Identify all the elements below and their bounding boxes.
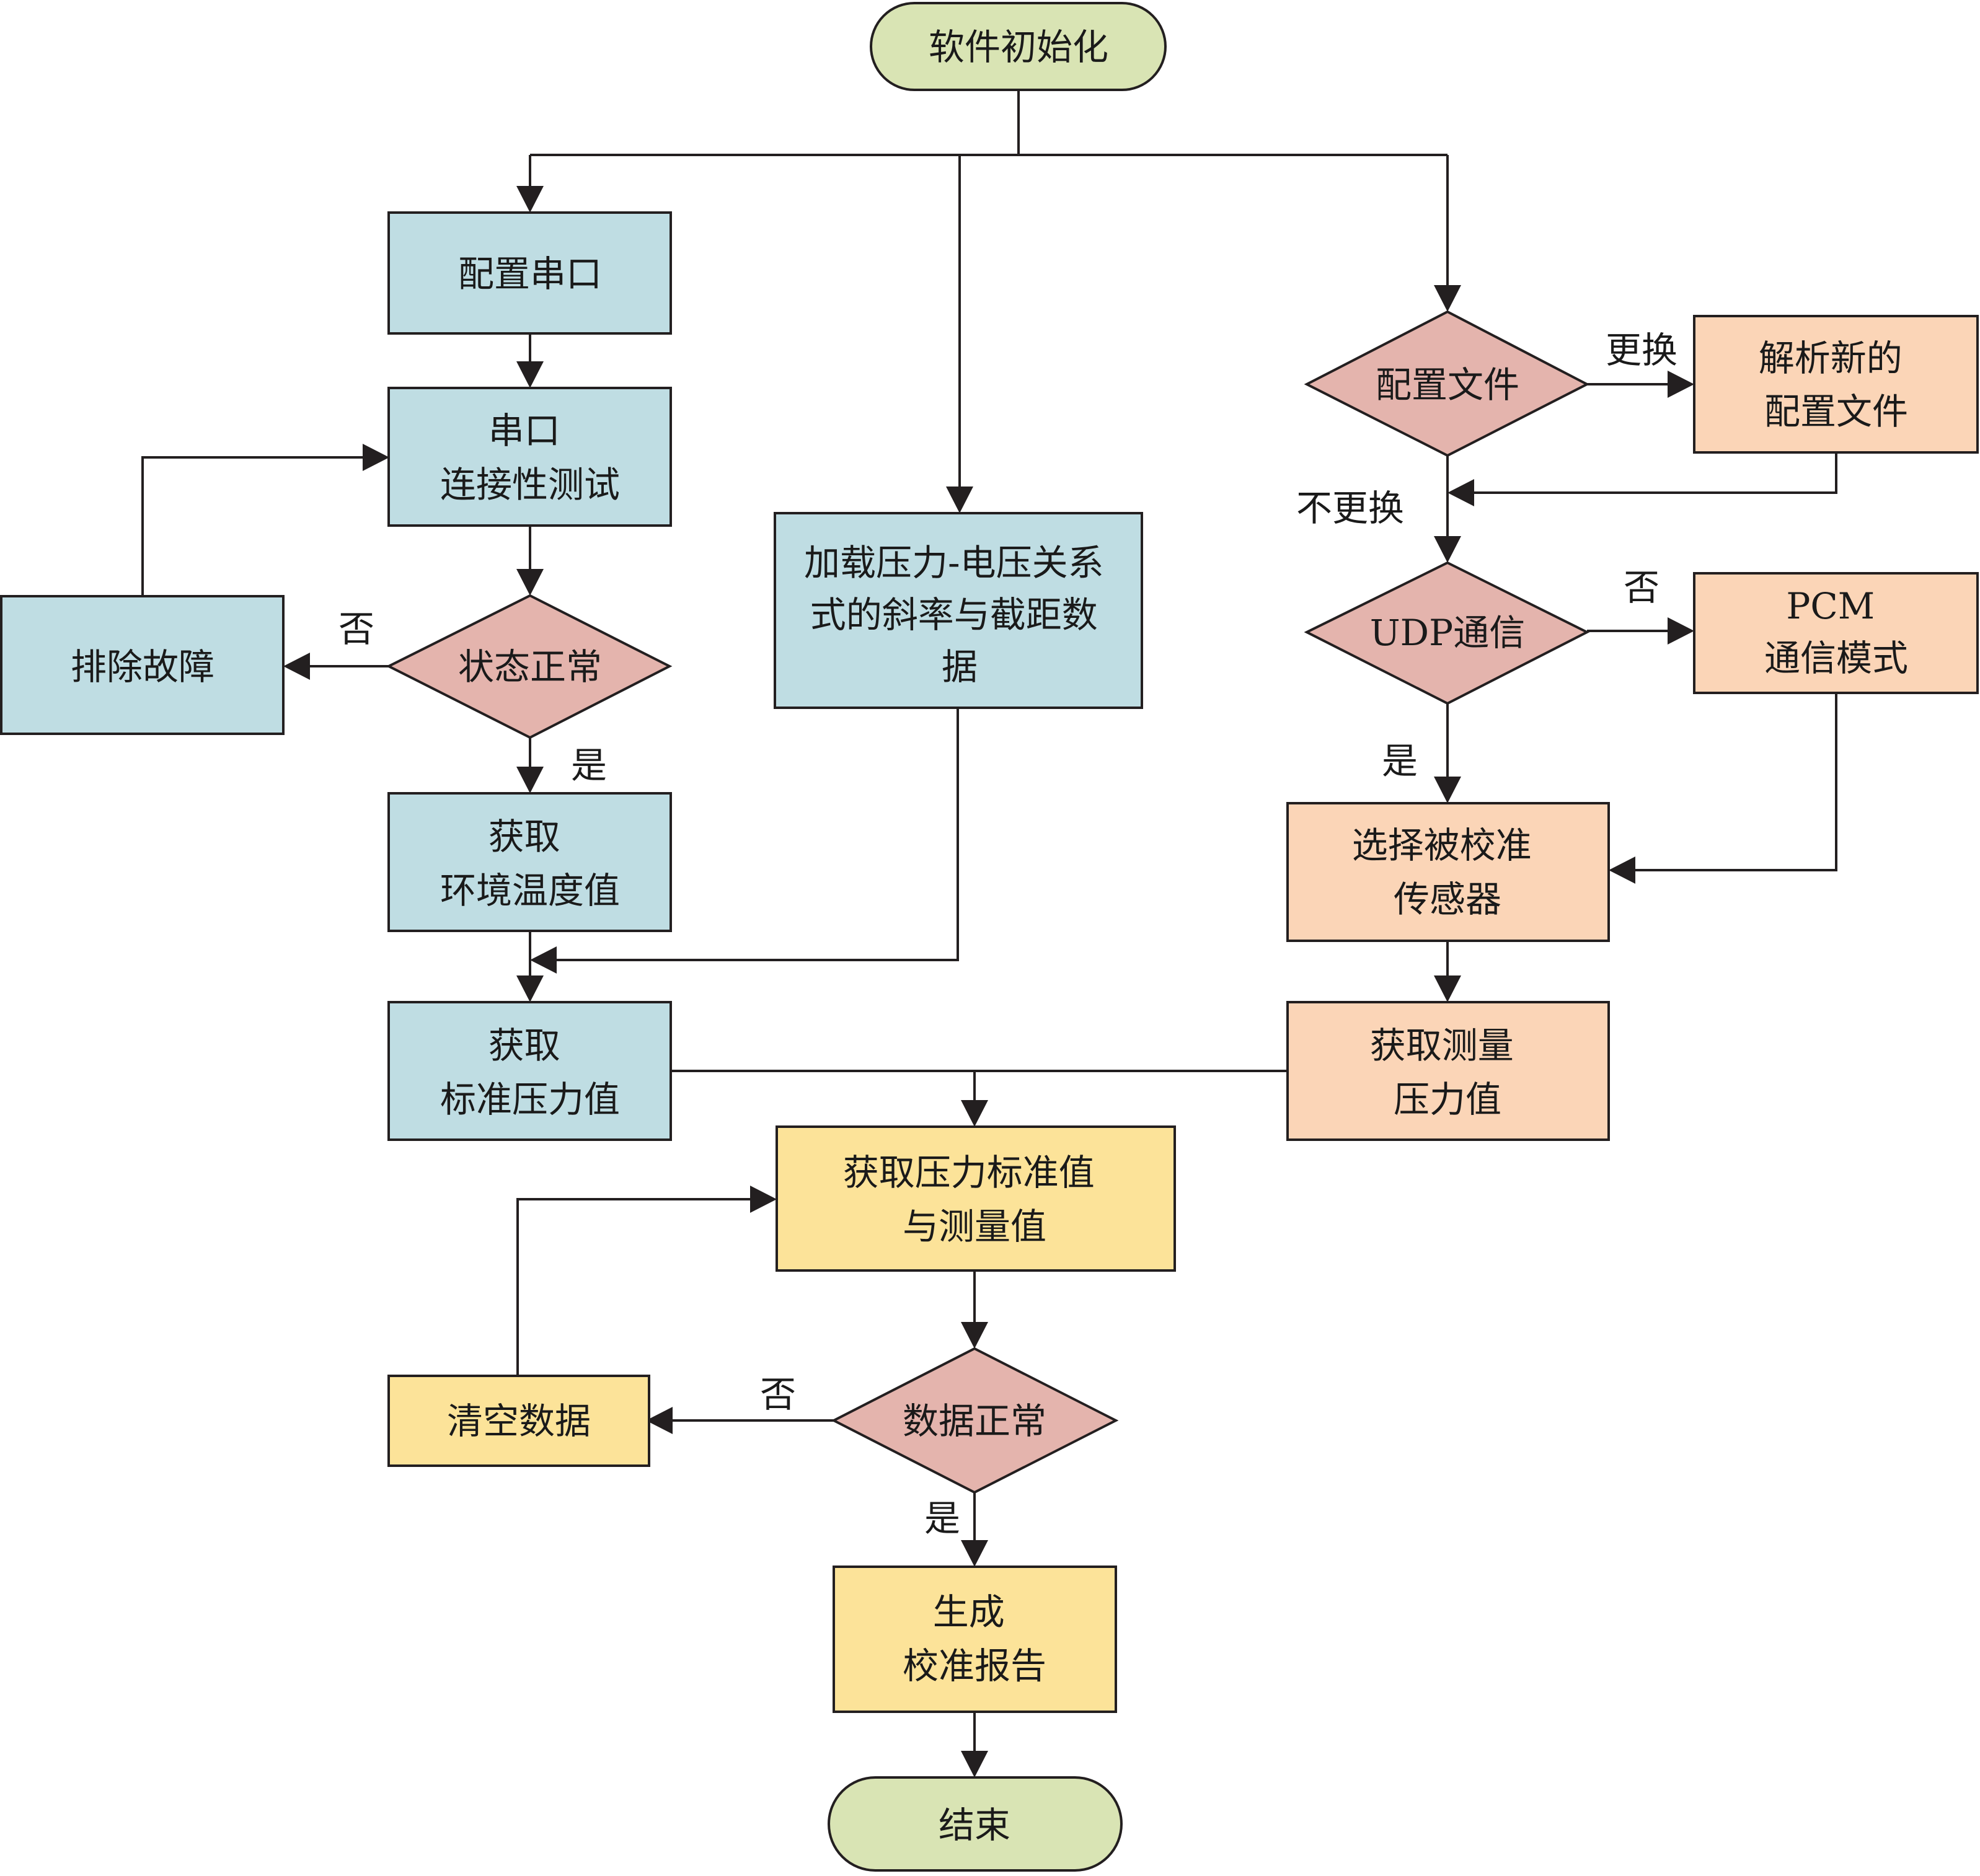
arrowheads xyxy=(283,186,1694,1777)
get-env-temp-box: 获取 环境温度值 xyxy=(387,792,672,932)
connector-load-relation-merge xyxy=(542,708,959,961)
config-serial-box: 配置串口 xyxy=(387,211,672,335)
data-ok-label: 数据正常 xyxy=(903,1400,1046,1442)
get-measured-pressure-label: 获取测量 压力值 xyxy=(1370,1024,1525,1121)
arrowhead-down xyxy=(1434,285,1461,312)
arrowhead-down xyxy=(946,487,973,513)
config-file-label: 配置文件 xyxy=(1376,364,1519,406)
connector-pcm-return xyxy=(1623,693,1837,871)
end-terminal-label: 结束 xyxy=(939,1804,1010,1846)
status-ok-decision: 状态正常 xyxy=(386,594,673,739)
gen-report-box: 生成 校准报告 xyxy=(833,1566,1117,1713)
status-yes-label: 是 xyxy=(571,744,607,786)
arrowhead-left xyxy=(530,946,557,974)
udp-comm-decision: UDP通信 xyxy=(1304,561,1590,705)
pcm-mode-box: PCM 通信模式 xyxy=(1693,572,1979,694)
status-no-label: 否 xyxy=(338,608,374,650)
config-file-decision: 配置文件 xyxy=(1304,310,1590,457)
connector-clear-loop xyxy=(516,1198,761,1376)
connectors xyxy=(141,90,1837,1763)
start-terminal-label: 软件初始化 xyxy=(929,26,1108,68)
arrowhead-right xyxy=(1668,617,1694,645)
arrowhead-down xyxy=(1434,536,1461,563)
edge-labels: 否 是 更换 不更换 否 是 否 是 xyxy=(338,329,1677,1539)
connector-troubleshoot-loop xyxy=(141,456,375,596)
troubleshoot-label: 排除故障 xyxy=(71,646,214,688)
data-ok-decision: 数据正常 xyxy=(831,1347,1119,1494)
arrowhead-down xyxy=(516,569,544,596)
arrowhead-down xyxy=(961,1322,988,1349)
gen-report-label: 生成 校准报告 xyxy=(903,1591,1046,1687)
udp-no-label: 否 xyxy=(1624,566,1660,609)
select-sensor-box: 选择被校准 传感器 xyxy=(1286,802,1610,942)
get-std-pressure-label: 获取 标准压力值 xyxy=(440,1024,620,1121)
udp-comm-label: UDP通信 xyxy=(1370,612,1525,654)
udp-yes-label: 是 xyxy=(1382,740,1418,782)
arrowhead-down xyxy=(516,361,544,388)
arrowhead-down xyxy=(516,767,544,793)
arrowhead-down xyxy=(961,1540,988,1567)
arrowhead-left xyxy=(283,653,310,680)
arrowhead-left xyxy=(646,1407,673,1434)
arrowhead-down xyxy=(961,1751,988,1777)
troubleshoot-box: 排除故障 xyxy=(0,595,285,735)
arrowhead-right xyxy=(750,1186,777,1213)
arrowhead-down xyxy=(516,975,544,1002)
get-measured-pressure-box: 获取测量 压力值 xyxy=(1286,1001,1610,1141)
start-terminal: 软件初始化 xyxy=(870,2,1167,91)
status-ok-label: 状态正常 xyxy=(458,646,602,688)
arrowhead-down xyxy=(1434,777,1461,803)
config-replace-label: 更换 xyxy=(1606,329,1677,371)
clear-data-label: 清空数据 xyxy=(447,1400,591,1442)
arrowhead-right xyxy=(1668,371,1694,398)
arrowhead-right xyxy=(363,444,389,471)
config-no-replace-label: 不更换 xyxy=(1296,487,1404,529)
arrowhead-left xyxy=(1609,857,1635,884)
get-env-temp-label: 获取 环境温度值 xyxy=(440,816,620,912)
get-std-and-measured-label: 获取压力标准值 与测量值 xyxy=(843,1152,1106,1248)
load-relation-label: 加载压力-电压关系 式的斜率与截距数 据 xyxy=(804,542,1115,688)
config-serial-label: 配置串口 xyxy=(458,253,602,295)
serial-test-label: 串口 连接性测试 xyxy=(440,410,620,506)
clear-data-box: 清空数据 xyxy=(387,1375,650,1467)
arrowhead-left xyxy=(1447,479,1474,506)
pcm-mode-label: PCM 通信模式 xyxy=(1764,585,1908,679)
arrowhead-down xyxy=(961,1100,988,1127)
get-std-and-measured-box: 获取压力标准值 与测量值 xyxy=(776,1125,1176,1272)
get-std-pressure-box: 获取 标准压力值 xyxy=(387,1001,672,1141)
arrowhead-down xyxy=(516,186,544,213)
data-no-label: 否 xyxy=(760,1373,796,1416)
parse-config-label: 解析新的 配置文件 xyxy=(1759,337,1914,433)
arrowhead-down xyxy=(1434,975,1461,1002)
data-yes-label: 是 xyxy=(924,1497,960,1539)
connector-parse-return xyxy=(1460,452,1837,494)
load-relation-box: 加载压力-电压关系 式的斜率与截距数 据 xyxy=(774,512,1143,709)
serial-test-box: 串口 连接性测试 xyxy=(387,387,672,527)
parse-config-box: 解析新的 配置文件 xyxy=(1693,315,1979,454)
end-terminal: 结束 xyxy=(828,1776,1123,1872)
select-sensor-label: 选择被校准 传感器 xyxy=(1352,824,1543,920)
